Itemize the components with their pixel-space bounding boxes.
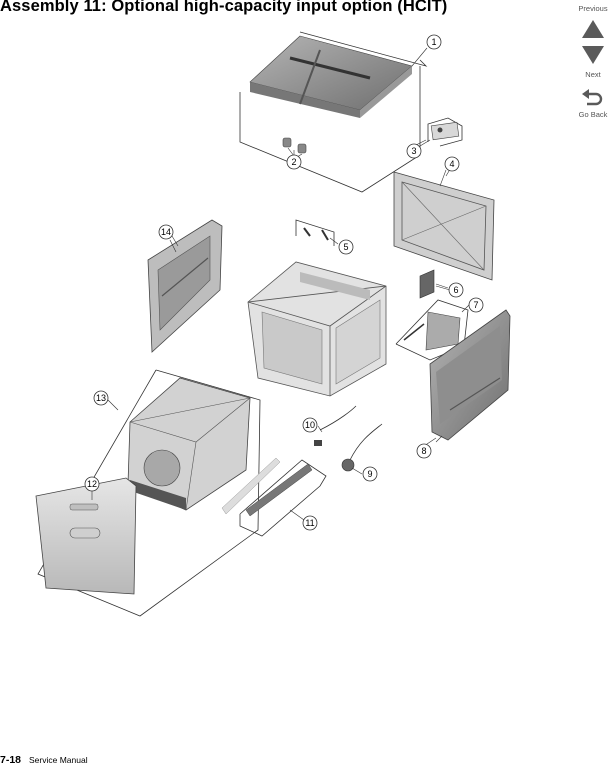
callout-10: 10 — [302, 417, 318, 433]
callout-8: 8 — [416, 443, 432, 459]
svg-text:2: 2 — [291, 157, 296, 167]
part-1-top-frame — [249, 35, 413, 118]
callout-leaders — [91, 47, 471, 521]
part-13-drawer-tray — [127, 377, 251, 511]
next-label: Next — [585, 70, 601, 79]
svg-text:13: 13 — [96, 393, 106, 403]
part-8-side-cover — [429, 309, 511, 443]
part-4-side-panel — [393, 169, 495, 281]
main-frame — [247, 261, 387, 397]
svg-text:6: 6 — [453, 285, 458, 295]
callout-12: 12 — [84, 476, 100, 492]
svg-text:1: 1 — [431, 37, 436, 47]
svg-text:14: 14 — [161, 227, 171, 237]
part-10-cable — [314, 405, 357, 446]
svg-text:3: 3 — [411, 146, 416, 156]
previous-arrow-icon[interactable] — [581, 19, 605, 39]
svg-text:9: 9 — [367, 469, 372, 479]
part-6-sensor — [419, 269, 449, 299]
part-1-group-box — [239, 31, 428, 193]
part-9-motor — [341, 423, 383, 472]
callout-7: 7 — [468, 297, 484, 313]
part-12-front-cover — [35, 477, 137, 595]
svg-text:10: 10 — [305, 420, 315, 430]
callout-4: 4 — [444, 156, 460, 172]
manual-name: Service Manual — [29, 755, 88, 765]
exploded-parts-diagram: 1 2 3 4 5 6 7 8 9 10 11 12 13 14 — [35, 31, 511, 617]
svg-text:8: 8 — [421, 446, 426, 456]
callout-5: 5 — [338, 239, 354, 255]
svg-text:5: 5 — [343, 242, 348, 252]
part-2-rollers — [282, 137, 307, 158]
callout-3: 3 — [406, 143, 422, 159]
next-arrow-icon[interactable] — [581, 45, 605, 65]
page-title: Assembly 11: Optional high-capacity inpu… — [0, 0, 448, 15]
svg-text:12: 12 — [87, 479, 97, 489]
callout-2: 2 — [286, 154, 302, 170]
go-back-label: Go Back — [578, 110, 608, 119]
callout-9: 9 — [362, 466, 378, 482]
callout-11: 11 — [302, 515, 318, 531]
page-number: 7-18 — [0, 754, 22, 766]
svg-text:4: 4 — [449, 159, 454, 169]
page-footer: 7-18 Service Manual — [0, 750, 88, 768]
callout-6: 6 — [448, 282, 464, 298]
part-11-rails — [221, 457, 327, 537]
svg-text:11: 11 — [305, 518, 314, 528]
svg-text:7: 7 — [473, 300, 478, 310]
previous-label: Previous — [578, 4, 608, 13]
callout-1: 1 — [426, 34, 442, 50]
part-3-bracket — [419, 117, 463, 147]
go-back-icon[interactable] — [581, 88, 605, 108]
part-5-small-bracket — [295, 219, 335, 246]
callouts: 1 2 3 4 5 6 7 8 9 10 11 12 13 14 — [84, 34, 484, 531]
callout-13: 13 — [93, 390, 109, 406]
part-14-rear-panel — [147, 219, 223, 353]
callout-14: 14 — [158, 224, 174, 240]
